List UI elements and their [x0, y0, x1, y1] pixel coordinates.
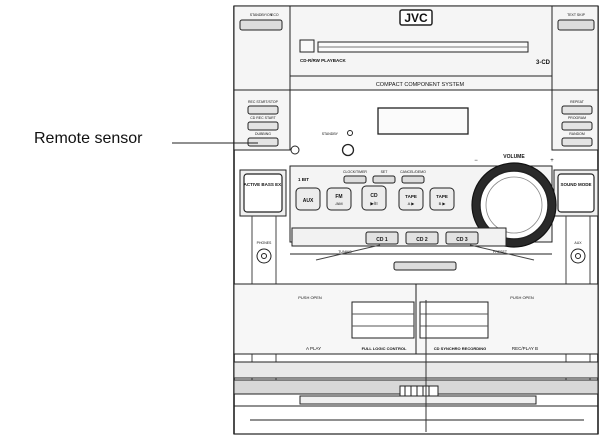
- volume-minus: −: [474, 158, 478, 164]
- tape-a-button[interactable]: [398, 187, 424, 211]
- aux-button-label: AUX: [303, 198, 314, 204]
- active-bass-label: ACTIVE BASS EX.: [244, 182, 283, 187]
- tape-a-sub-label: A ▶: [408, 201, 416, 206]
- aux-jack-label: AUX: [574, 241, 582, 245]
- right-button-label-3: RANDOM: [569, 132, 585, 136]
- fm-button-label: FM: [335, 194, 342, 200]
- left-button-label-1: REC START/STOP: [248, 100, 279, 104]
- right-button-label-2: PROGRAM: [568, 116, 586, 120]
- fm-am-button[interactable]: [326, 187, 352, 211]
- tape-b-button[interactable]: [429, 187, 455, 211]
- deck-center-right-label: CD SYNCHRO RECORDING: [434, 346, 486, 351]
- sound-mode-label: SOUND MODE: [560, 182, 591, 187]
- cd1-button[interactable]: [365, 231, 399, 245]
- deck-b-label: REC/PLAY B: [512, 346, 538, 351]
- cd-play-button[interactable]: [361, 185, 387, 211]
- deck-b-window: [419, 301, 489, 339]
- tuning-right-label: PRESET: [493, 250, 508, 254]
- rec-start-button[interactable]: [247, 105, 279, 115]
- top-right-label: TEXT SKIP: [567, 13, 585, 17]
- right-button-label-1: REPEAT: [570, 100, 585, 104]
- push-open-right: PUSH OPEN: [510, 295, 534, 300]
- tape-b-label: TAPE: [436, 194, 448, 199]
- left-button-label-3: DUBBING: [255, 132, 271, 136]
- cd-rec-button[interactable]: [247, 121, 279, 131]
- one-bit-label: 1 BIT: [298, 177, 309, 182]
- left-button-label-2: CD REC START: [250, 116, 276, 120]
- sound-mode-button[interactable]: [557, 173, 595, 213]
- program-button[interactable]: [561, 121, 593, 131]
- aux-button[interactable]: [295, 187, 321, 211]
- cd-button-sub-label: ▶/II: [370, 201, 377, 206]
- stop-button[interactable]: [393, 261, 457, 271]
- tape-b-sub-label: B ▶: [439, 201, 447, 206]
- cd-logo-icon: [299, 39, 315, 53]
- small-key-label-2: SET: [381, 170, 389, 174]
- tuning-left-label: TUNING: [338, 250, 352, 254]
- cd3-button[interactable]: [445, 231, 479, 245]
- brand-logo-text: JVC: [404, 11, 428, 25]
- remote-sensor-icon: [341, 143, 355, 157]
- cancel-demo-button[interactable]: [401, 175, 425, 184]
- random-button[interactable]: [561, 137, 593, 147]
- system-name-label: COMPACT COMPONENT SYSTEM: [376, 82, 465, 88]
- display-window: [377, 107, 469, 135]
- standby-led: [347, 130, 353, 136]
- fm-button-sub-label: /AM: [335, 201, 342, 206]
- cd2-button[interactable]: [405, 231, 439, 245]
- phones-label: PHONES: [257, 241, 272, 245]
- cd2-label: CD 2: [416, 237, 428, 243]
- cd3-label: CD 3: [456, 237, 468, 243]
- standby-button[interactable]: [239, 19, 283, 31]
- small-key-label-3: CANCEL/DEMO: [400, 170, 426, 174]
- top-left-sub-label: ECO: [271, 13, 279, 17]
- text-skip-button[interactable]: [557, 19, 595, 31]
- clock-timer-button[interactable]: [343, 175, 367, 184]
- three-cd-label: 3-CD: [536, 60, 551, 66]
- deck-center-left-label: FULL LOGIC CONTROL: [362, 346, 407, 351]
- deck-a-window: [351, 301, 415, 339]
- jvc-logo: [399, 9, 433, 26]
- deck-a-label: A PLAY: [306, 346, 321, 351]
- cd-button-label: CD: [370, 193, 378, 199]
- small-key-label-1: CLOCK/TIMER: [343, 170, 367, 174]
- dubbing-button[interactable]: [247, 137, 279, 147]
- standby-label: STANDBY: [322, 132, 339, 136]
- remote-sensor-callout-label: Remote sensor: [34, 130, 143, 147]
- tape-a-label: TAPE: [405, 194, 417, 199]
- active-bass-button[interactable]: [243, 173, 283, 213]
- push-open-left: PUSH OPEN: [298, 295, 322, 300]
- volume-plus: +: [550, 158, 554, 164]
- top-left-label: STANDBY/ON: [250, 13, 273, 17]
- set-button[interactable]: [372, 175, 396, 184]
- volume-label: VOLUME: [503, 154, 525, 160]
- cd-playback-label: CD-R/RW PLAYBACK: [300, 58, 347, 63]
- repeat-button[interactable]: [561, 105, 593, 115]
- cd1-label: CD 1: [376, 237, 388, 243]
